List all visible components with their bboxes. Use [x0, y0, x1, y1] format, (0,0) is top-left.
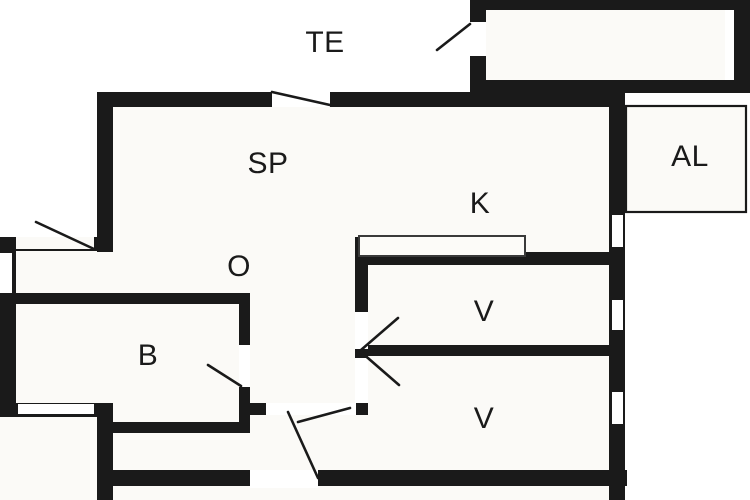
door-opening-bedroom-lower	[355, 358, 368, 403]
wall-bedroom-divider	[355, 345, 625, 356]
fixtures	[358, 235, 526, 257]
door-leaf-terrace	[270, 90, 332, 107]
wall-annex-top	[470, 0, 750, 10]
door-opening-bottom	[250, 470, 318, 488]
door-opening-annex	[470, 22, 486, 56]
floor-top-annex	[480, 0, 725, 92]
window-right-middle	[612, 300, 623, 330]
door-leaf-hall	[296, 406, 352, 424]
floor-hall-lower	[0, 237, 625, 500]
thin-walls	[624, 104, 748, 214]
wall-annex-bottom	[470, 80, 750, 93]
room-label-b: B	[138, 339, 159, 372]
window-left-upper	[0, 253, 12, 293]
openings	[0, 22, 623, 488]
wall-bottom-outer	[97, 470, 627, 486]
room-label-sp: SP	[247, 147, 288, 180]
door-leaf-bathroom	[206, 363, 243, 388]
door-opening-bedroom-upper	[355, 312, 368, 349]
door-leaf-bedroom-upper	[359, 316, 400, 352]
door-leaves	[34, 22, 472, 480]
window-right-lower	[612, 392, 623, 424]
door-leaf-bedroom-lower	[359, 350, 401, 387]
kitchen-counter	[358, 235, 526, 257]
room-label-k: K	[470, 187, 491, 220]
door-opening-bathroom	[239, 345, 250, 387]
room-label-v-upper: V	[474, 295, 495, 328]
door-leaf-annex	[435, 22, 472, 52]
room-label-o: O	[227, 250, 251, 283]
room-label-v-lower: V	[474, 402, 495, 435]
door-leaf-sp-left	[34, 220, 96, 251]
room-label-al: AL	[671, 140, 709, 173]
wall-shed-connector	[609, 92, 625, 222]
window-right-upper	[612, 215, 623, 247]
floor-shed	[625, 105, 747, 213]
wall-b-top	[16, 293, 250, 304]
wall-annex-right	[734, 0, 750, 92]
room-label-te: TE	[305, 26, 344, 59]
wall-sp-left	[97, 92, 113, 252]
window-left-lower	[18, 404, 94, 414]
wall-main-top	[97, 92, 625, 107]
door-leaf-bottom	[286, 410, 320, 480]
floor-living-kitchen	[97, 92, 625, 252]
wall-b-bottom	[113, 422, 250, 433]
room-labels: TE SP K AL O B V V	[138, 26, 709, 435]
wall-shed-outline	[624, 104, 748, 214]
